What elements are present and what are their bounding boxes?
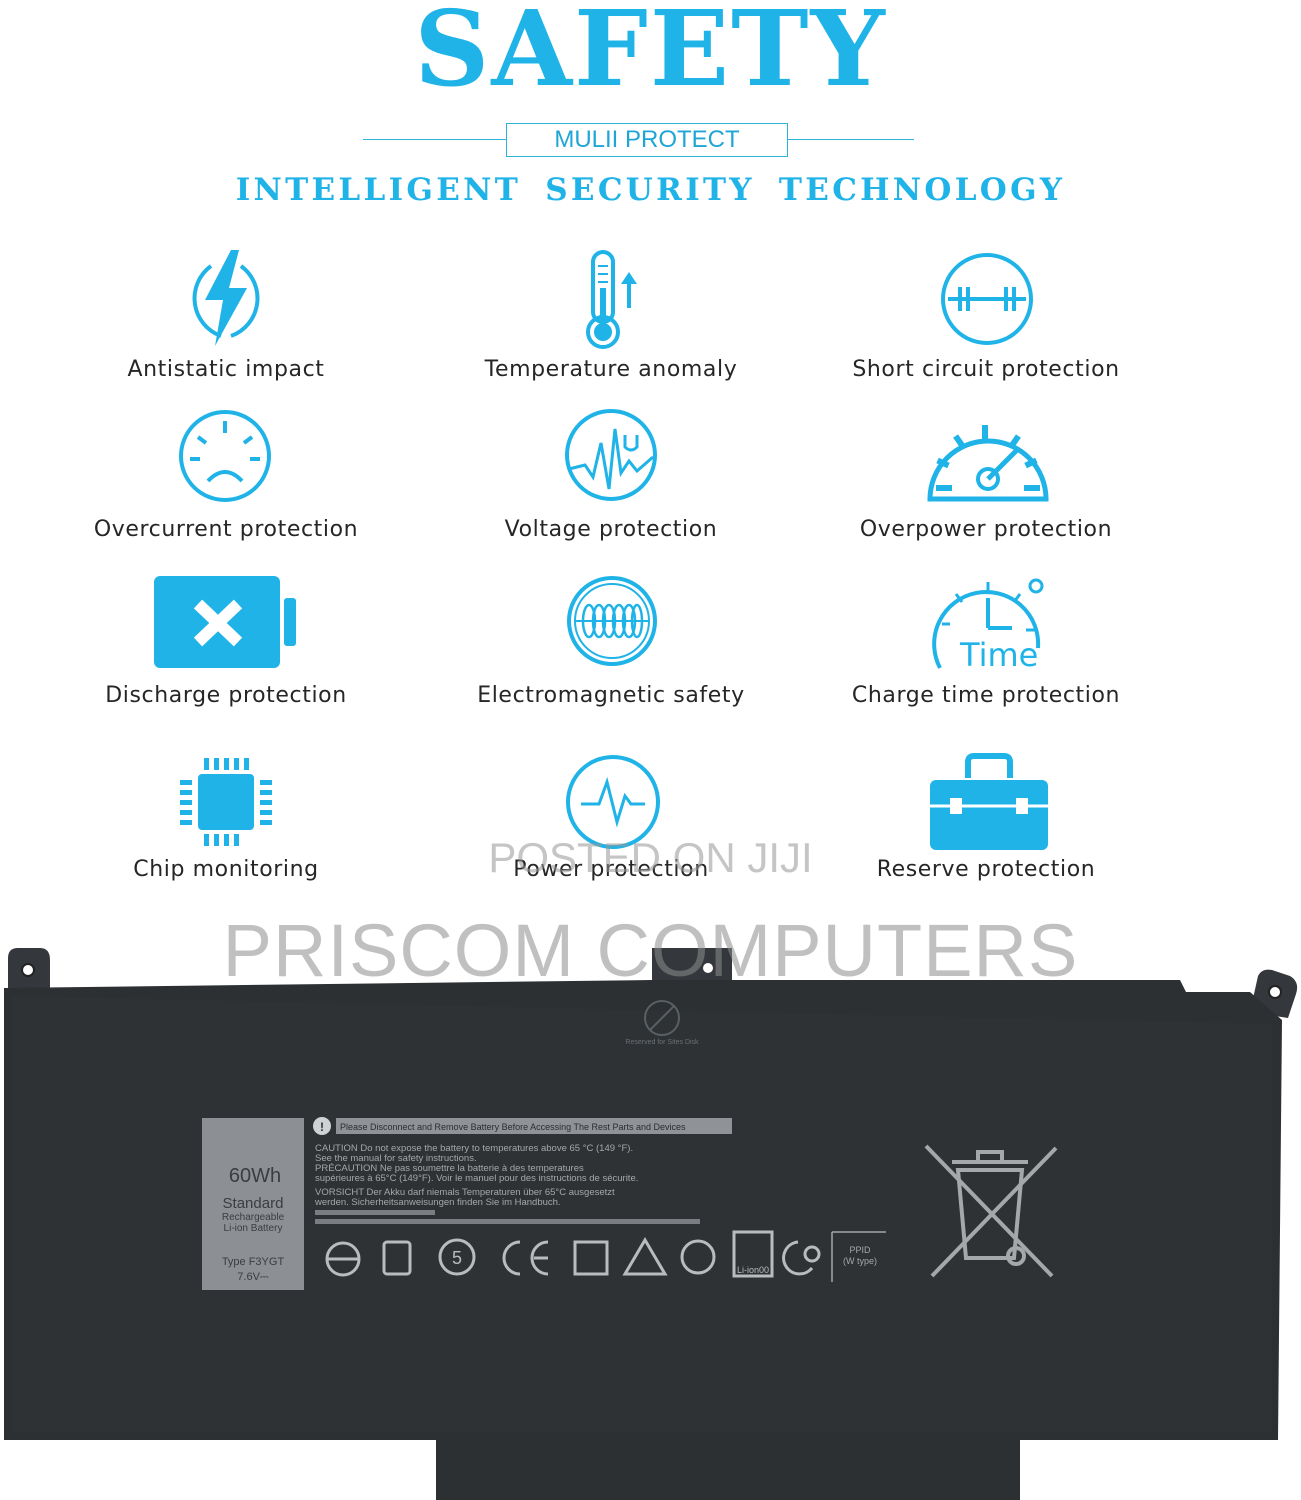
feature-label: Voltage protection: [504, 517, 718, 542]
feature-label: Charge time protection: [851, 683, 1121, 708]
clock-time-icon: Time: [932, 578, 1044, 674]
chip-icon: [180, 758, 272, 846]
warning-header: Please Disconnect and Remove Battery Bef…: [340, 1122, 686, 1132]
svg-text:!: !: [320, 1120, 324, 1134]
pulse-icon: [566, 755, 660, 849]
feature-label: Power protection: [513, 857, 709, 882]
caution-text: CAUTION Do not expose the battery to tem…: [315, 1143, 633, 1154]
svg-text:5: 5: [452, 1248, 462, 1268]
feature-discharge: Discharge protection: [16, 570, 436, 715]
desc1-text: Rechargeable: [222, 1212, 285, 1223]
feature-reserve: Reserve protection: [776, 750, 1196, 890]
battery-image: Reserved for Sites Disk 60Wh Standard Re…: [4, 948, 1298, 1500]
capacity-text: 60Wh: [229, 1165, 281, 1187]
precaution2-text: supérieures à 65°C (149°F). Voir le manu…: [315, 1173, 638, 1184]
feature-electromagnetic: Electromagnetic safety: [401, 570, 821, 715]
sad-gauge-icon: [179, 410, 271, 502]
thermometer-icon: [586, 250, 637, 349]
desc2-text: Li-ion Battery: [224, 1223, 283, 1234]
feature-label: Chip monitoring: [133, 857, 319, 882]
page-title: SAFETY: [414, 0, 887, 110]
divider-right: [788, 139, 914, 140]
feature-label: Reserve protection: [876, 857, 1096, 882]
coil-icon: [567, 576, 657, 666]
ppid2-text: (W type): [843, 1256, 877, 1266]
tagline: INTELLIGENT SECURITY TECHNOLOGY: [235, 172, 1066, 208]
feature-label: Overpower protection: [859, 517, 1113, 542]
reserved-text: Reserved for Sites Disk: [625, 1039, 699, 1046]
crossed-bin-icon: [924, 1144, 1058, 1278]
feature-antistatic: Antistatic impact: [16, 240, 436, 390]
feature-label: Discharge protection: [105, 683, 347, 708]
feature-chip: Chip monitoring: [16, 750, 436, 890]
feature-voltage: Voltage protection: [401, 405, 821, 550]
badge: MULII PROTECT: [506, 123, 788, 157]
feature-power: Power protection: [401, 750, 821, 890]
voltage-text: 7.6V⎓: [237, 1271, 269, 1283]
feature-label: Temperature anomaly: [484, 357, 738, 382]
divider-left: [363, 139, 506, 140]
voltage-wave-icon: [565, 409, 657, 501]
feature-short-circuit: Short circuit protection: [776, 240, 1196, 390]
feature-label: Overcurrent protection: [93, 517, 359, 542]
kind-text: Standard: [223, 1195, 284, 1212]
vorsicht-text: VORSICHT Der Akku darf niemals Temperatu…: [315, 1187, 615, 1198]
feature-label: Electromagnetic safety: [477, 683, 745, 708]
caution2-text: See the manual for safety instructions.: [315, 1153, 477, 1164]
battery-x-icon: [154, 576, 296, 668]
type-text: Type F3YGT: [222, 1256, 285, 1268]
lightning-icon: [192, 250, 260, 346]
feature-label: Short circuit protection: [852, 357, 1120, 382]
feature-overcurrent: Overcurrent protection: [16, 405, 436, 550]
feature-label: Antistatic impact: [127, 357, 325, 382]
precaution-text: PRÉCAUTION Ne pas soumettre la batterie …: [315, 1163, 584, 1174]
vorsicht2-text: werden. Sicherheitsanweisungen finden Si…: [314, 1197, 561, 1208]
ppid-text: PPID: [849, 1245, 871, 1255]
watermark-store: PRISCOM COMPUTERS: [222, 909, 1079, 992]
svg-text:Time: Time: [959, 636, 1038, 674]
feature-temperature: Temperature anomaly: [401, 240, 821, 390]
speedometer-icon: [927, 425, 1049, 502]
toolbox-icon: [930, 753, 1048, 850]
liion-text: Li-ion00: [737, 1265, 769, 1275]
feature-charge-time: Time Charge time protection: [776, 570, 1196, 715]
short-circuit-icon: [941, 253, 1033, 345]
watermark-posted: POSTED ON JIJI: [488, 834, 813, 881]
feature-overpower: Overpower protection: [776, 405, 1196, 550]
